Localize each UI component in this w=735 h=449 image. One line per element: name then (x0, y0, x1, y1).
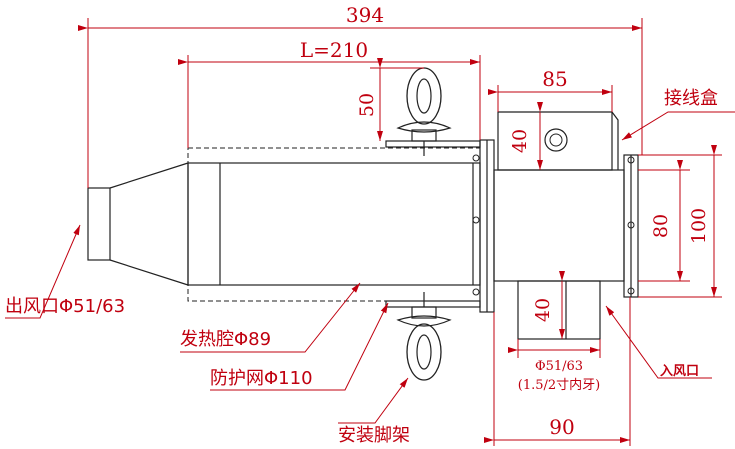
dim-box-height: 40 (509, 129, 531, 153)
dimension-lines (78, 18, 722, 446)
protective-mesh (187, 147, 481, 302)
top-bracket-bar (385, 140, 481, 148)
label-junction-box: 接线盒 (664, 88, 718, 109)
dim-bracket-height: 50 (356, 93, 378, 117)
heating-chamber (187, 162, 481, 286)
label-outlet: 出风口Φ51/63 (5, 296, 125, 317)
outlet-nozzle (87, 187, 111, 261)
dim-inner-flange: 80 (650, 214, 672, 238)
inlet-pipe (517, 280, 601, 340)
label-bracket: 安装脚架 (338, 425, 410, 446)
outlet-cone (109, 162, 189, 286)
leader-lines (5, 111, 735, 424)
dim-overall-length: 394 (346, 3, 384, 27)
dim-outer-flange: 100 (688, 208, 710, 244)
dim-inlet-height: 40 (532, 298, 554, 322)
dim-heating-length: L=210 (300, 38, 368, 62)
dim-base-width: 90 (549, 415, 574, 439)
dim-box-width: 85 (542, 67, 567, 91)
dim-inlet-spec: Φ51/63 (535, 359, 583, 374)
label-mesh: 防护网Φ110 (210, 368, 313, 389)
dim-thread-spec: (1.5/2寸内牙) (518, 377, 600, 393)
label-inlet: 入风口 (660, 364, 699, 379)
bottom-bracket-bar (385, 300, 481, 308)
top-eye-bolt-icon (396, 67, 452, 156)
label-chamber: 发热腔Φ89 (180, 329, 271, 350)
cable-gland-icon (544, 128, 568, 152)
bottom-eye-bolt-icon (396, 292, 452, 381)
inlet-tube (493, 169, 625, 282)
junction-box (497, 111, 613, 171)
